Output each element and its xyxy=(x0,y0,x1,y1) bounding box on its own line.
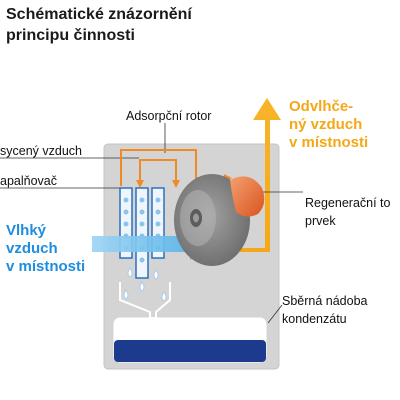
label-condensate-tank: Sběrná nádoba kondenzátu xyxy=(282,294,368,327)
humid-air-label: Vlhký vzduch v místnosti xyxy=(6,222,85,276)
regen-air-loop xyxy=(139,159,177,186)
label-regeneration-element: Regenerační to prvek xyxy=(305,196,390,229)
label-adsorption-rotor: Adsorpční rotor xyxy=(126,109,212,123)
diagram-title: Schématické znázornění principu činnosti xyxy=(6,4,192,46)
dry-air-line-1: Odvlhče- xyxy=(289,98,354,115)
label-regen-line-1: Regenerační to xyxy=(305,196,391,210)
water-drops xyxy=(123,267,167,302)
dry-air-label: Odvlhče- ný vzduch v místnosti xyxy=(289,98,368,152)
label-saturated-air: sycený vzduch xyxy=(0,144,82,158)
title-line-1: Schématické znázornění xyxy=(6,6,192,23)
label-tank-line-1: Sběrná nádoba xyxy=(282,294,368,308)
humid-air-line-3: v místnosti xyxy=(6,258,86,275)
leader-tank xyxy=(267,304,283,324)
label-regen-line-2: prvek xyxy=(305,214,336,228)
dry-air-line-2: ný vzduch xyxy=(289,116,363,133)
dry-air-line-3: v místnosti xyxy=(289,134,369,151)
humid-air-line-2: vzduch xyxy=(6,240,58,257)
regeneration-heater xyxy=(230,176,265,217)
adsorption-rotor xyxy=(174,174,250,266)
title-line-2: principu činnosti xyxy=(6,27,135,44)
condensate-tank xyxy=(113,317,267,363)
humid-air-line-1: Vlhký xyxy=(6,222,47,239)
label-tank-line-2: kondenzátu xyxy=(282,312,347,326)
label-evaporator: apalňovač xyxy=(0,174,57,188)
